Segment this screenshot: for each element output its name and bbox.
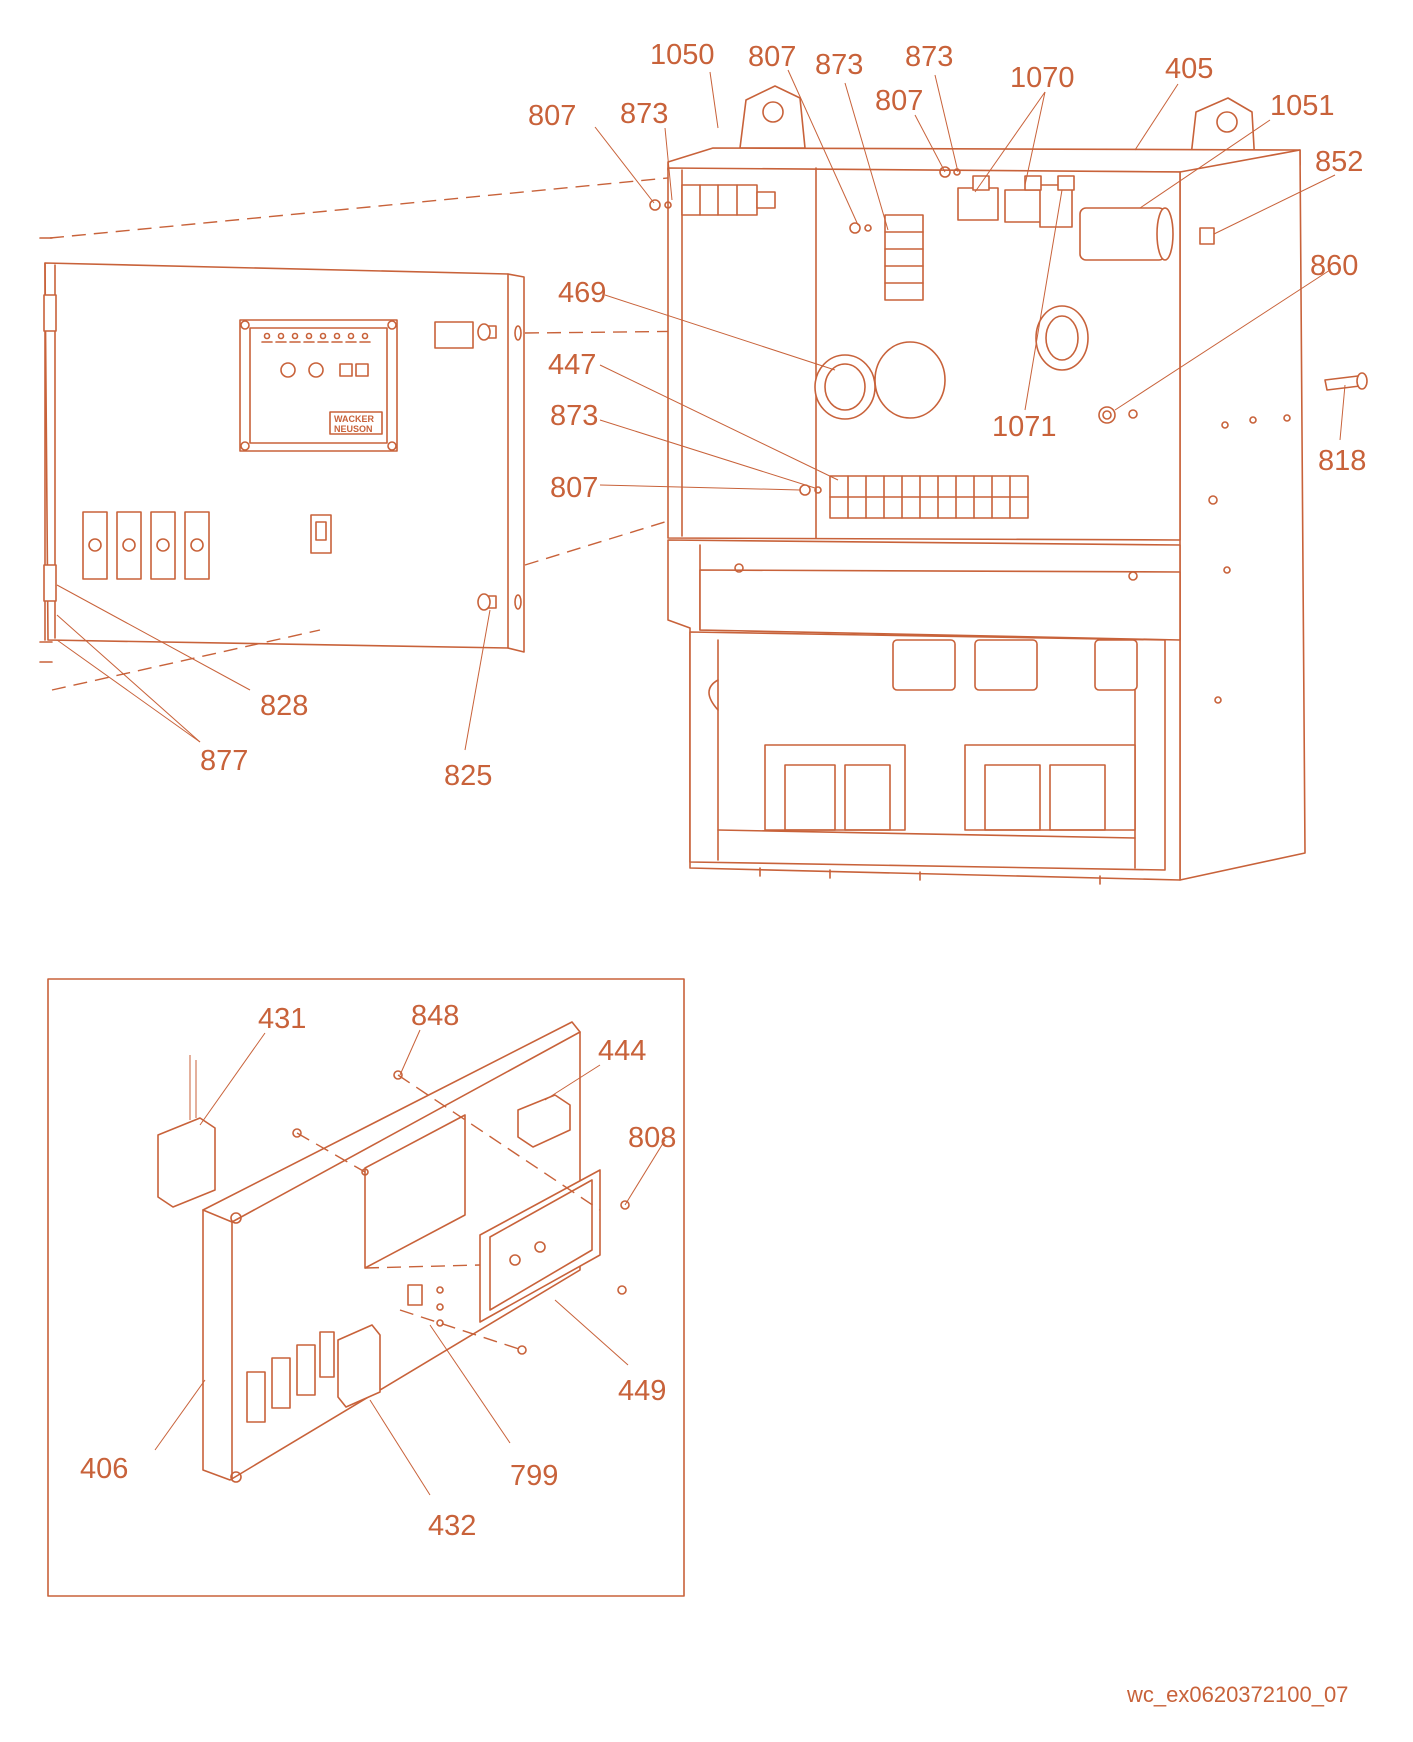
svg-text:WACKER: WACKER [334,414,374,424]
start-button-icon [280,362,296,378]
callout-444: 444 [598,1035,646,1067]
callout-873: 873 [620,98,668,130]
wacker-neuson-logo: WACKER NEUSON [329,411,383,435]
relay-sockets [957,175,1075,228]
callout-873: 873 [815,49,863,81]
callout-807: 807 [748,41,796,73]
circuit-breaker-row [82,511,210,580]
cable-grommet [814,305,1089,420]
callout-405: 405 [1165,53,1213,85]
callout-469: 469 [558,277,606,309]
callout-799: 799 [510,1460,558,1492]
figure-id: wc_ex0620372100_07 [1126,1682,1348,1707]
callout-807: 807 [550,472,598,504]
callout-825: 825 [444,760,492,792]
callout-432: 432 [428,1510,476,1542]
callout-431: 431 [258,1003,306,1035]
fuse-holders [681,184,776,216]
callout-807: 807 [528,100,576,132]
callout-807: 807 [875,85,923,117]
callout-828: 828 [260,690,308,722]
door-panel: WACKER NEUSON [39,237,525,663]
terminal-strip [829,475,1029,519]
callout-818: 818 [1318,445,1366,477]
main-enclosure [649,85,1368,885]
callout-1071: 1071 [992,411,1057,443]
transformer-row [764,744,1136,831]
svg-text:NEUSON: NEUSON [334,424,373,434]
callout-808: 808 [628,1122,676,1154]
callout-1070: 1070 [1010,62,1075,94]
indicator-led-row [261,332,371,343]
callout-852: 852 [1315,146,1363,178]
stop-button-icon [308,362,324,378]
callout-406: 406 [80,1453,128,1485]
contactor-cylinder [1079,207,1174,261]
callout-447: 447 [548,349,596,381]
callout-873: 873 [905,41,953,73]
callout-449: 449 [618,1375,666,1407]
callout-848: 848 [411,1000,459,1032]
leader-lines [56,69,1346,1496]
detail-inset-frame [47,978,685,1597]
callout-873: 873 [550,400,598,432]
inset-door-panel [157,1021,630,1483]
callout-1050: 1050 [650,39,715,71]
callout-860: 860 [1310,250,1358,282]
callout-labels: 1050 807 873 873 807 807 873 1070 405 10… [80,39,1366,1542]
callout-1051: 1051 [1270,90,1335,122]
callout-877: 877 [200,745,248,777]
capacitor-row [892,639,1138,691]
small-terminal-block [884,214,924,301]
toggle-switch [310,514,332,554]
